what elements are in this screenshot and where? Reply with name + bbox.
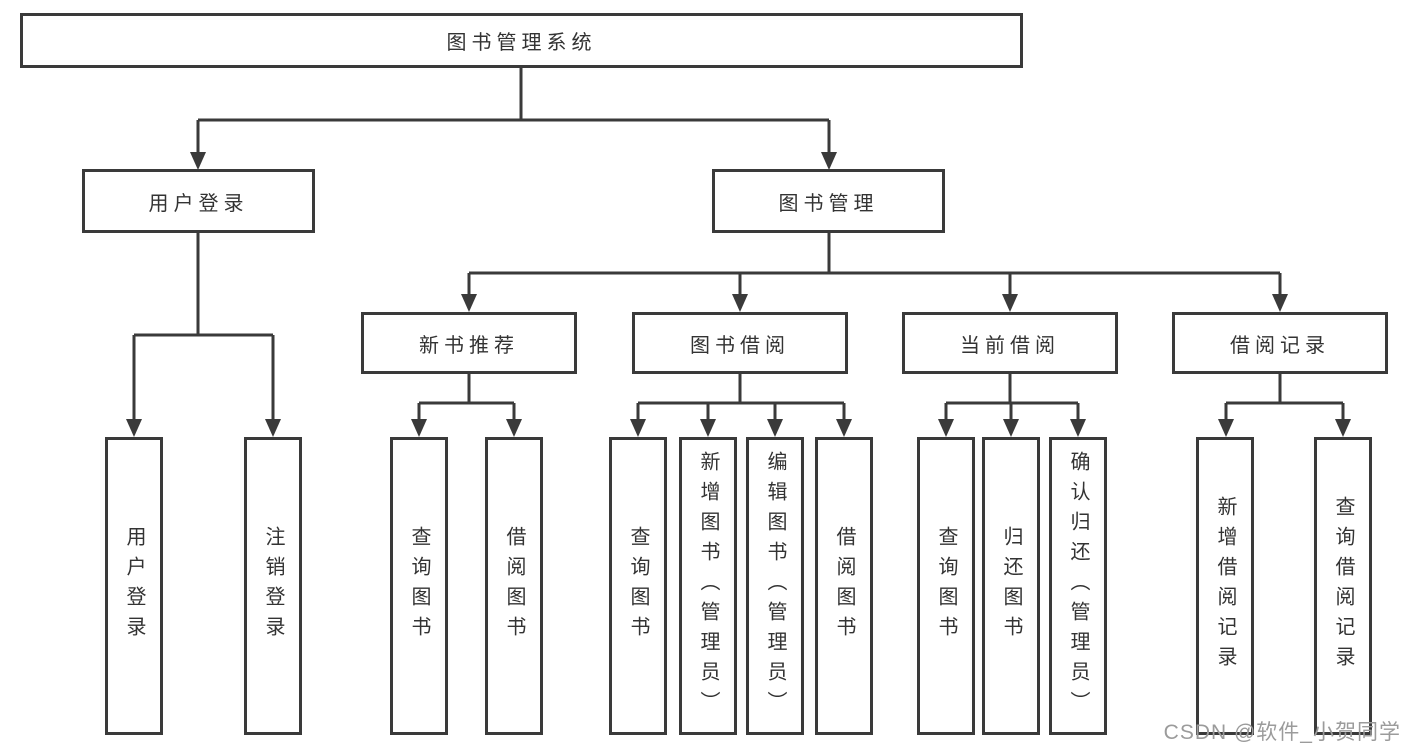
csdn-watermark: CSDN @软件_小贺同学: [1163, 721, 1401, 744]
node-leaf-logout: 注销登录: [244, 437, 302, 735]
node-leaf-query-books-current: 查询图书: [917, 437, 975, 735]
node-leaf-query-books-recommend: 查询图书: [390, 437, 448, 735]
arrowheads: [126, 152, 1351, 437]
node-user-login: 用户登录: [82, 169, 315, 233]
node-book-management: 图书管理: [712, 169, 945, 233]
node-leaf-borrow-books-recommend: 借阅图书: [485, 437, 543, 735]
node-leaf-user-login: 用户登录: [105, 437, 163, 735]
node-leaf-confirm-return-admin: 确认归还（管理员）: [1049, 437, 1107, 735]
node-leaf-add-borrow-record: 新增借阅记录: [1196, 437, 1254, 735]
node-leaf-query-borrow-record: 查询借阅记录: [1314, 437, 1372, 735]
node-leaf-query-books-borrow: 查询图书: [609, 437, 667, 735]
node-leaf-edit-books-admin: 编辑图书（管理员）: [746, 437, 804, 735]
node-leaf-return-books: 归还图书: [982, 437, 1040, 735]
node-library-system: 图书管理系统: [20, 13, 1023, 68]
node-current-borrow: 当前借阅: [902, 312, 1118, 374]
node-book-borrow: 图书借阅: [632, 312, 848, 374]
node-new-book-recommend: 新书推荐: [361, 312, 577, 374]
node-borrow-records: 借阅记录: [1172, 312, 1388, 374]
node-leaf-borrow-books: 借阅图书: [815, 437, 873, 735]
node-leaf-add-books-admin: 新增图书（管理员）: [679, 437, 737, 735]
